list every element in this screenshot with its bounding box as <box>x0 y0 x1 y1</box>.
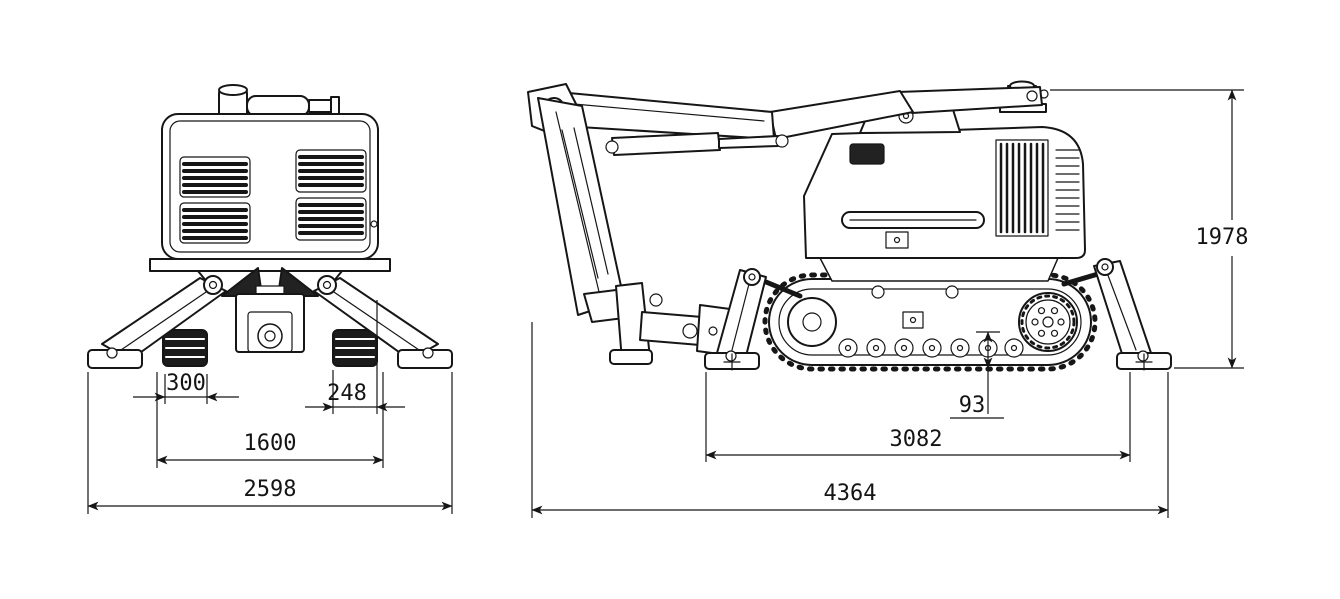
dimension-inner-width-1600: 1600 <box>156 372 384 468</box>
dimension-clearance-93: 93 <box>950 331 1004 419</box>
dimension-overall-length-4364: 4364 <box>531 322 1169 518</box>
track-frame <box>819 257 1059 282</box>
dim-label-93: 93 <box>959 393 986 418</box>
track-pads-front <box>162 329 378 367</box>
dim-label-1600: 1600 <box>244 431 297 456</box>
vent-grille-right <box>295 149 367 241</box>
outrigger-rear <box>1061 258 1172 371</box>
dimension-span-3082: 3082 <box>705 372 1131 462</box>
side-view <box>527 80 1172 372</box>
outrigger-left <box>87 275 227 369</box>
dim-label-1978: 1978 <box>1196 225 1249 250</box>
track-assembly <box>762 272 1098 372</box>
exhaust-assembly <box>218 84 340 117</box>
boom-arm <box>527 83 1043 323</box>
dim-label-300: 300 <box>166 371 206 396</box>
dim-label-2598: 2598 <box>244 477 297 502</box>
machine-body <box>803 99 1086 259</box>
vent-grille-left <box>179 156 251 244</box>
dimension-overall-width-2598: 2598 <box>87 372 453 514</box>
front-view <box>87 84 453 369</box>
outrigger-right <box>313 275 453 369</box>
outrigger-front <box>704 268 803 371</box>
dimension-pad-width-248: 248 <box>305 300 405 414</box>
base-frame <box>149 258 391 297</box>
dim-label-3082: 3082 <box>890 427 943 452</box>
dimension-offset-300: 300 <box>133 371 239 404</box>
center-gearbox <box>235 285 305 353</box>
dim-label-248: 248 <box>327 381 367 406</box>
dim-label-4364: 4364 <box>824 481 877 506</box>
dimension-height-1978: 1978 <box>1050 89 1249 369</box>
tool-mount <box>609 282 731 365</box>
